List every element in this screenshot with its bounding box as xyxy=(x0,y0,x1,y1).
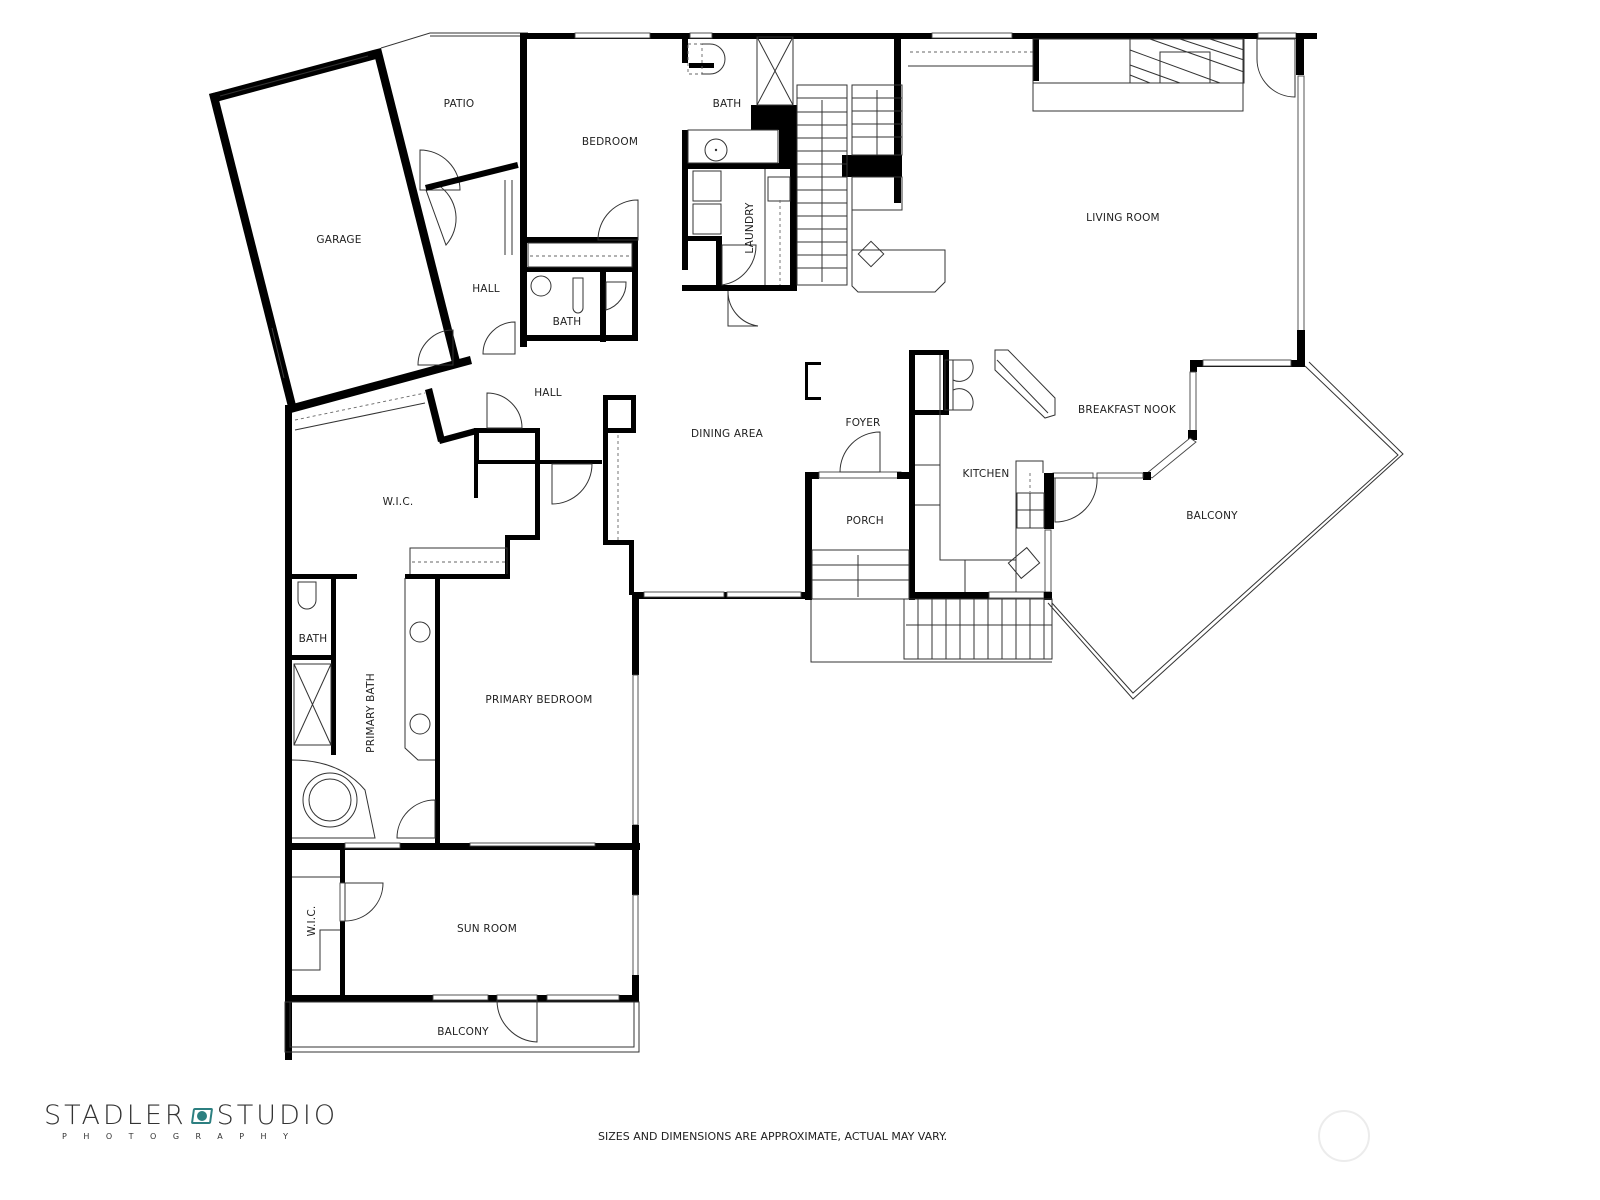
upper-bath-fixtures xyxy=(687,36,794,164)
room-label-balcony-south: BALCONY xyxy=(437,1026,489,1038)
primary-bedroom-walls xyxy=(632,595,639,850)
room-label-bedroom: BEDROOM xyxy=(581,136,639,148)
east-balcony-outline xyxy=(1047,361,1404,700)
primary-bath-walls xyxy=(285,578,640,850)
room-label-primary-bath: PRIMARY BATH xyxy=(365,673,377,753)
room-label-garage: GARAGE xyxy=(316,234,362,246)
room-label-living-room: LIVING ROOM xyxy=(1086,212,1160,224)
wic-walls xyxy=(285,388,602,1060)
garage-walls xyxy=(209,48,472,413)
room-label-laundry: LAUNDRY xyxy=(744,202,756,254)
studio-logo: STADLER STUDIO PHOTOGRAPHY xyxy=(44,1100,338,1141)
room-label-porch: PORCH xyxy=(846,515,884,527)
logo-text-left: STADLER xyxy=(44,1100,187,1131)
room-label-bath-hall: BATH xyxy=(552,316,582,328)
logo-subtitle: PHOTOGRAPHY xyxy=(62,1132,305,1141)
room-label-balcony-east: BALCONY xyxy=(1186,510,1238,522)
living-room-east-wall xyxy=(1052,75,1305,480)
room-label-primary-bedroom: PRIMARY BEDROOM xyxy=(485,694,593,706)
room-label-wic-upper: W.I.C. xyxy=(382,496,414,508)
central-stairs xyxy=(796,84,946,293)
kitchen-walls xyxy=(909,349,1098,600)
room-label-hall-lower: HALL xyxy=(534,387,562,399)
room-label-hall-upper: HALL xyxy=(472,283,500,295)
room-label-bath-upper: BATH xyxy=(712,98,742,110)
hall-doors xyxy=(417,149,759,366)
room-label-bath-primary-wc: BATH xyxy=(298,633,328,645)
bedroom-walls xyxy=(520,32,1317,347)
porch-walls xyxy=(805,362,910,600)
fireplace xyxy=(908,38,1296,112)
room-label-patio: PATIO xyxy=(443,98,475,110)
disclaimer-text: SIZES AND DIMENSIONS ARE APPROXIMATE, AC… xyxy=(598,1130,948,1143)
room-label-dining-area: DINING AREA xyxy=(691,428,763,440)
exterior-stairs xyxy=(810,598,1053,663)
room-label-foyer: FOYER xyxy=(845,417,881,429)
watermark-circle-icon xyxy=(1318,1110,1370,1162)
room-label-wic-lower: W.I.C. xyxy=(306,905,318,937)
room-label-sun-room: SUN ROOM xyxy=(456,923,518,935)
logo-text-right: STUDIO xyxy=(216,1100,339,1131)
room-label-kitchen: KITCHEN xyxy=(962,468,1010,480)
sun-room-walls xyxy=(284,850,640,1053)
room-label-breakfast-nook: BREAKFAST NOOK xyxy=(1078,404,1176,416)
laundry-fixtures xyxy=(692,169,791,286)
camera-icon xyxy=(192,1108,212,1124)
